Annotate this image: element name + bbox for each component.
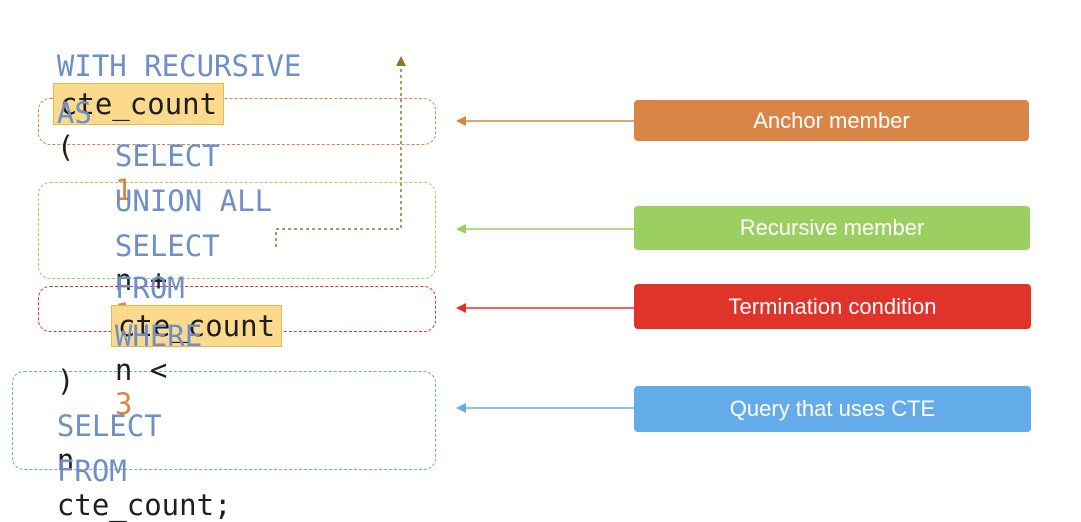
where-expression: n < [114, 353, 168, 387]
code-line-recursive-from: FROM cte_count [80, 237, 283, 347]
keyword-select: SELECT [114, 139, 220, 173]
query-uses-cte-label: Query that uses CTE [634, 386, 1031, 432]
code-line-with-recursive: WITH RECURSIVE cte_count [22, 15, 301, 125]
recursive-member-box [38, 182, 436, 279]
keyword-from: FROM [56, 454, 127, 488]
recursive-cte-reference: cte_count [110, 305, 283, 347]
keyword-select: SELECT [56, 409, 162, 443]
keyword-with-recursive: WITH RECURSIVE [56, 49, 302, 83]
recursion-arrowhead [396, 56, 406, 66]
query-box [12, 371, 436, 470]
termination-condition-label: Termination condition [634, 284, 1031, 329]
code-line-as: AS ( [22, 62, 92, 164]
open-paren: ( [56, 130, 75, 164]
recursive-expression: n + [114, 263, 168, 297]
keyword-from: FROM [114, 271, 185, 305]
cte-name-highlight: cte_count [52, 83, 225, 125]
recursive-member-label: Recursive member [634, 206, 1030, 250]
code-line-query-select: SELECT n [22, 375, 162, 477]
code-line-union-all: UNION ALL [80, 150, 272, 218]
keyword-where: WHERE [114, 319, 203, 353]
recursion-connector [275, 60, 402, 247]
keyword-select: SELECT [114, 229, 220, 263]
query-from-table: cte_count; [56, 488, 232, 522]
query-select-column: n [56, 443, 75, 477]
anchor-number: 1 [114, 173, 133, 207]
anchor-member-label: Anchor member [634, 100, 1029, 141]
code-line-anchor-select: SELECT 1 [80, 105, 220, 207]
anchor-member-box [38, 98, 436, 145]
where-number: 3 [114, 387, 133, 421]
code-line-where: WHERE n < 3 [80, 285, 202, 421]
code-line-close-paren: ) [22, 330, 74, 398]
arrows-overlay [275, 56, 634, 413]
keyword-as: AS [56, 96, 92, 130]
close-paren: ) [56, 364, 75, 398]
keyword-union-all: UNION ALL [114, 184, 273, 218]
